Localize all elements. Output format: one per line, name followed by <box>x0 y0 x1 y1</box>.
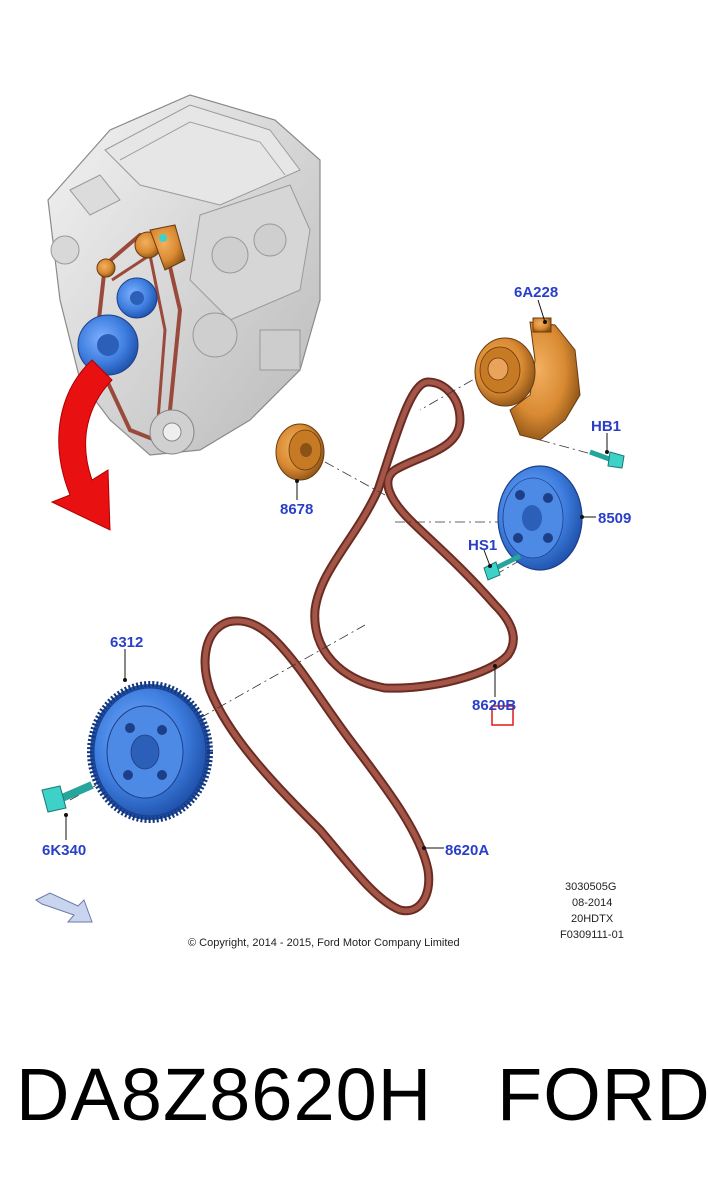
meta-line-4: F0309111-01 <box>560 929 624 941</box>
callout-6K340: 6K340 <box>42 842 86 859</box>
callout-6312: 6312 <box>110 634 143 651</box>
copyright-text: © Copyright, 2014 - 2015, Ford Motor Com… <box>188 937 460 949</box>
callout-6A228: 6A228 <box>514 284 558 301</box>
tensioner-6A228 <box>474 317 581 441</box>
engine-idler <box>96 258 116 278</box>
zoom-arrow-icon <box>50 359 113 531</box>
callout-8678: 8678 <box>280 501 313 518</box>
belt-8620B <box>310 377 518 693</box>
callout-8620B: 8620B <box>472 697 516 714</box>
belt-8620A <box>200 616 434 916</box>
highlight-marker <box>491 705 514 726</box>
callout-HB1: HB1 <box>591 418 621 435</box>
callout-8620A: 8620A <box>445 842 489 859</box>
meta-line-3: 20HDTX <box>571 913 614 925</box>
pulley-8509 <box>497 465 583 571</box>
bolt-HS1-icon <box>483 553 522 581</box>
meta-line-2: 08-2014 <box>572 897 612 909</box>
idler-pulley-8678 <box>275 423 325 481</box>
crank-damper-6312 <box>87 681 213 823</box>
meta-line-1: 3030505G <box>565 881 616 893</box>
belt-diagram: 6A228 HB1 8678 8509 HS1 6312 8620B 6K340… <box>35 94 631 949</box>
callout-HS1: HS1 <box>468 537 497 554</box>
callout-8509: 8509 <box>598 510 631 527</box>
part-number: DA8Z8620H <box>16 1053 433 1136</box>
view-direction-arrow-icon <box>35 892 93 923</box>
bolt-HB1-icon <box>589 449 625 469</box>
leader-lines <box>65 299 608 849</box>
brand-name: FORD <box>497 1053 708 1136</box>
bolt-6K340-icon <box>41 781 94 813</box>
engine-illustration <box>47 94 321 456</box>
